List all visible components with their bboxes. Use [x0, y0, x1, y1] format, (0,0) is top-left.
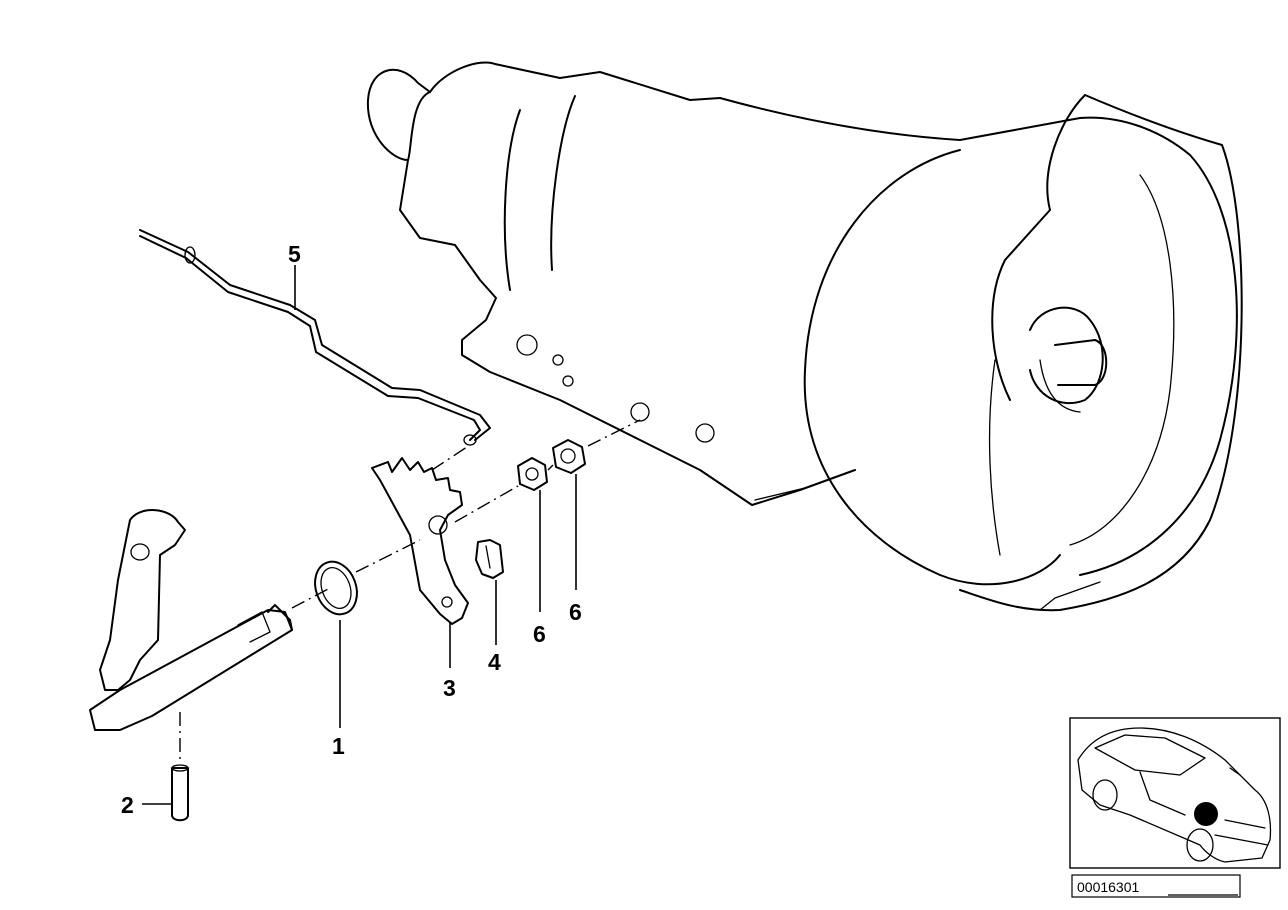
assembly-axis-lines — [179, 419, 641, 762]
shift-cable — [139, 229, 491, 446]
location-marker — [1194, 802, 1218, 826]
sealing-ring — [314, 560, 358, 616]
retaining-clip — [475, 539, 504, 579]
hex-nut-outer — [552, 439, 586, 474]
shift-lever-shaft — [89, 509, 293, 731]
transmission-housing — [366, 61, 1243, 612]
car-outline — [1077, 727, 1272, 863]
part-label-2: 2 — [121, 792, 134, 818]
part-label-4: 4 — [488, 649, 501, 675]
diagram-number: 00016301 — [1077, 879, 1140, 895]
lock-pin — [171, 764, 189, 822]
hex-nut-inner — [517, 457, 548, 491]
part-label-6-outer: 6 — [569, 599, 582, 625]
part-label-5: 5 — [288, 241, 301, 267]
part-label-3: 3 — [443, 675, 456, 701]
selector-lever — [371, 457, 469, 625]
leader-lines — [142, 265, 577, 805]
part-label-6-inner: 6 — [533, 621, 546, 647]
vehicle-location-thumbnail — [1069, 717, 1281, 869]
part-label-1: 1 — [332, 733, 345, 759]
diagram-number-box: 00016301 — [1071, 874, 1241, 898]
